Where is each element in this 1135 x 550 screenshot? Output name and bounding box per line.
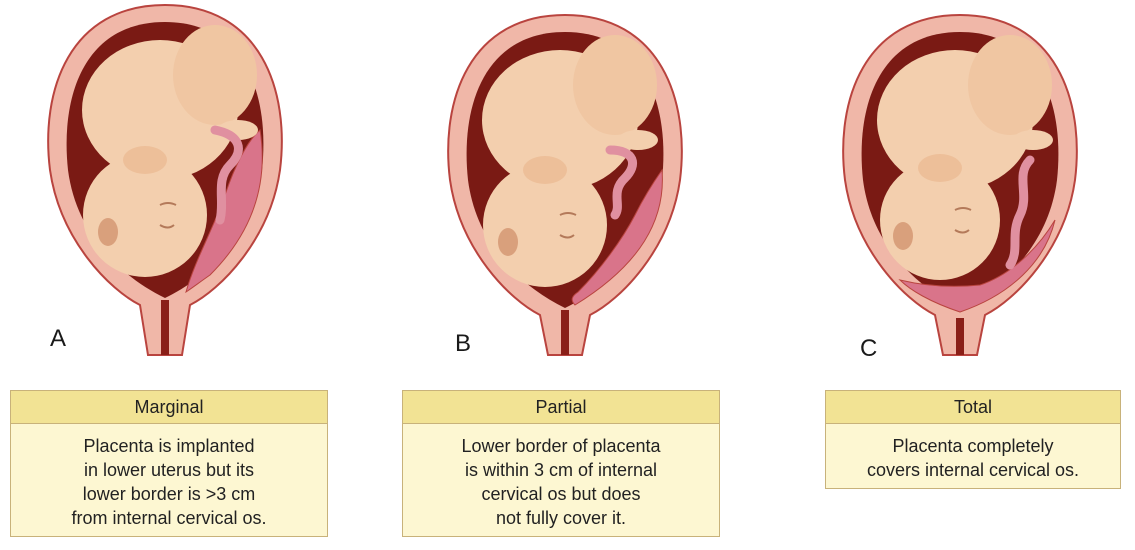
description-line: in lower uterus but its <box>19 458 319 482</box>
cervical-canal <box>956 318 964 355</box>
panel-letter: A <box>50 325 66 353</box>
box-title: Total <box>826 391 1120 424</box>
cervical-canal <box>561 310 569 355</box>
fetus-ear <box>893 222 913 250</box>
fetus-ear <box>498 228 518 256</box>
fetus-ear <box>98 218 118 246</box>
box-description: Placenta completely covers internal cerv… <box>826 424 1120 488</box>
description-line: is within 3 cm of internal <box>411 458 711 482</box>
panel-partial: B Partial Lower border of placenta is wi… <box>400 0 740 550</box>
panel-marginal: A Marginal Placenta is implanted in lowe… <box>0 0 340 550</box>
description-box: Total Placenta completely covers interna… <box>825 390 1121 489</box>
fetus-foot <box>618 130 658 150</box>
cervical-canal <box>161 300 169 355</box>
uterus-illustration <box>410 0 750 360</box>
fetus-hand <box>523 156 567 184</box>
description-line: Placenta is implanted <box>19 434 319 458</box>
uterus-illustration <box>805 0 1135 360</box>
panel-total: C Total Placenta completely covers inter… <box>795 0 1135 550</box>
description-line: from internal cervical os. <box>19 506 319 530</box>
description-box: Partial Lower border of placenta is with… <box>402 390 720 537</box>
fetus-hand <box>123 146 167 174</box>
box-title: Marginal <box>11 391 327 424</box>
panel-letter: C <box>860 335 877 363</box>
uterus-illustration <box>10 0 350 360</box>
description-line: cervical os but does <box>411 482 711 506</box>
fetus-foot <box>1013 130 1053 150</box>
description-box: Marginal Placenta is implanted in lower … <box>10 390 328 537</box>
panel-letter: B <box>455 330 471 358</box>
fetus-legs <box>968 35 1052 135</box>
description-line: lower border is >3 cm <box>19 482 319 506</box>
fetus-legs <box>173 25 257 125</box>
description-line: not fully cover it. <box>411 506 711 530</box>
box-description: Lower border of placenta is within 3 cm … <box>403 424 719 536</box>
fetus-hand <box>918 154 962 182</box>
description-line: covers internal cervical os. <box>834 458 1112 482</box>
fetus-legs <box>573 35 657 135</box>
description-line: Lower border of placenta <box>411 434 711 458</box>
box-description: Placenta is implanted in lower uterus bu… <box>11 424 327 536</box>
box-title: Partial <box>403 391 719 424</box>
description-line: Placenta completely <box>834 434 1112 458</box>
